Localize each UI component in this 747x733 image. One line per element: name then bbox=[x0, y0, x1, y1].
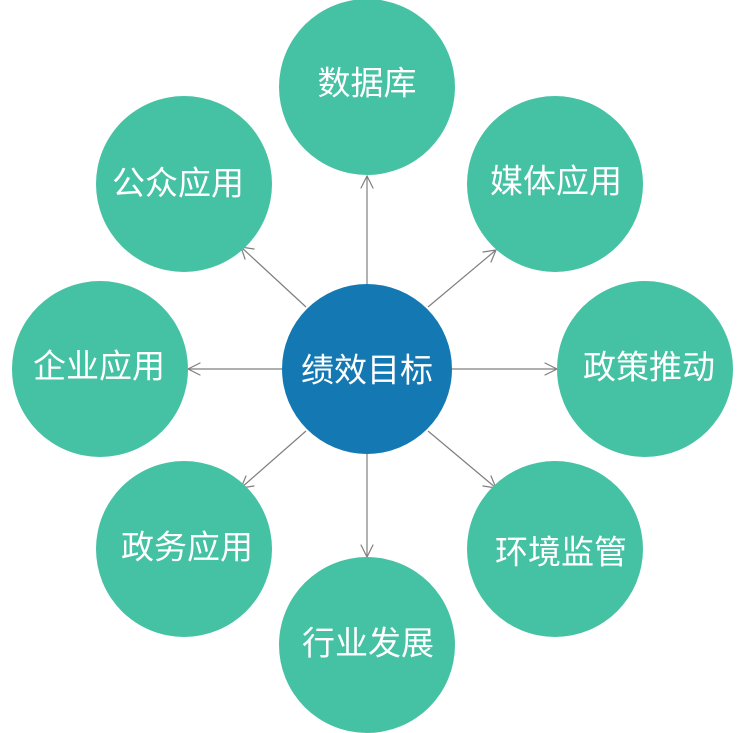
connector-environment bbox=[427, 430, 497, 489]
node-media-circle bbox=[467, 96, 643, 272]
node-database: 数据库 bbox=[279, 0, 455, 175]
node-public-label: 公众应用 bbox=[112, 164, 244, 203]
node-industry-circle bbox=[279, 557, 455, 733]
node-media-label: 媒体应用 bbox=[490, 162, 622, 201]
connector-government bbox=[240, 430, 307, 489]
center-circle bbox=[282, 284, 452, 454]
node-database-label: 数据库 bbox=[318, 64, 417, 103]
node-enterprise-circle bbox=[12, 281, 188, 457]
node-enterprise-label: 企业应用 bbox=[33, 347, 165, 386]
node-public-circle bbox=[96, 96, 272, 272]
node-industry-label: 行业发展 bbox=[302, 624, 434, 663]
center-node: 绩效目标 bbox=[282, 284, 452, 454]
connector-public bbox=[240, 246, 307, 308]
node-database-circle bbox=[279, 0, 455, 175]
arrowhead-media bbox=[482, 249, 497, 263]
arrowhead-database bbox=[360, 174, 374, 189]
node-policy-circle bbox=[557, 281, 733, 457]
node-public: 公众应用 bbox=[96, 96, 272, 272]
node-media: 媒体应用 bbox=[467, 96, 643, 272]
connector-media bbox=[427, 249, 497, 308]
node-policy-label: 政策推动 bbox=[583, 348, 715, 387]
node-policy: 政策推动 bbox=[557, 281, 733, 457]
center-label: 绩效目标 bbox=[301, 351, 433, 390]
node-environment: 环境监管 bbox=[467, 461, 643, 637]
node-government-label: 政务应用 bbox=[121, 528, 253, 567]
node-industry: 行业发展 bbox=[279, 557, 455, 733]
node-government-circle bbox=[96, 461, 272, 637]
node-enterprise: 企业应用 bbox=[12, 281, 188, 457]
node-environment-circle bbox=[467, 461, 643, 637]
node-government: 政务应用 bbox=[96, 461, 272, 637]
node-environment-label: 环境监管 bbox=[495, 533, 627, 572]
